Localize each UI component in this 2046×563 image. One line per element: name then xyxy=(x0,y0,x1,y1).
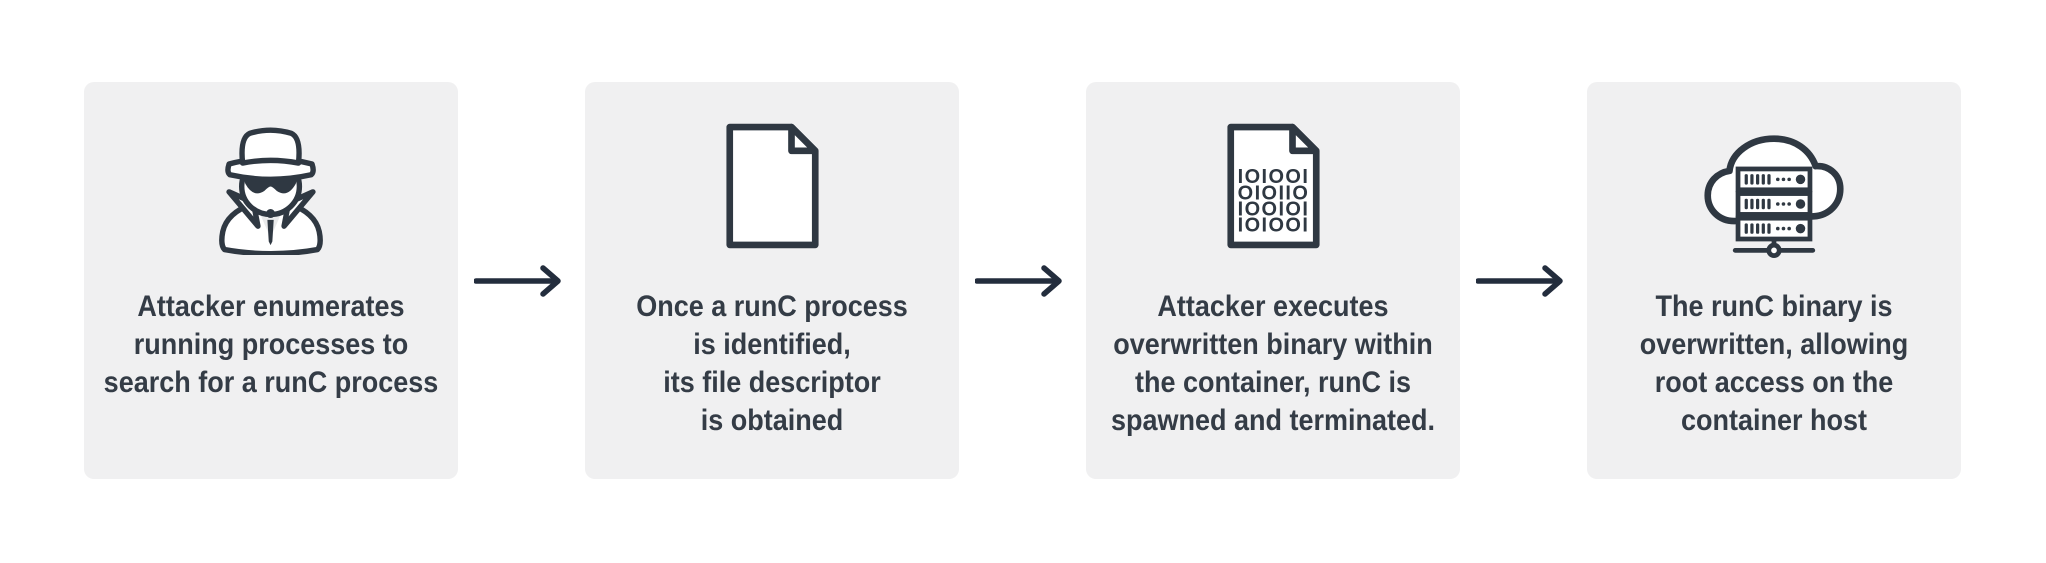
step-text-line: overwritten binary within xyxy=(1113,328,1433,361)
binary-document-icon: IOIOOI OIOIIO IOOIOI IOIOOI xyxy=(1086,116,1460,256)
binary-row: IOOIOI xyxy=(1237,198,1309,220)
step-1-card: Attacker enumerates running processes to… xyxy=(84,82,458,479)
step-text-line: is obtained xyxy=(700,404,844,437)
binary-row: IOIOOI xyxy=(1237,215,1309,237)
step-4-card: The runC binary is overwritten, allowing… xyxy=(1587,82,1961,479)
flow-arrow-icon xyxy=(975,265,1062,297)
step-text-line: Attacker executes xyxy=(1157,290,1389,323)
step-2-caption: Once a runC process is identified, its f… xyxy=(585,288,959,440)
step-2-card: Once a runC process is identified, its f… xyxy=(585,82,959,479)
step-1-caption: Attacker enumerates running processes to… xyxy=(84,288,458,402)
step-text-line: running processes to xyxy=(133,328,409,361)
step-4-caption: The runC binary is overwritten, allowing… xyxy=(1587,288,1961,440)
step-3-caption: Attacker executes overwritten binary wit… xyxy=(1086,288,1460,440)
step-3-card: IOIOOI OIOIIO IOOIOI IOIOOI Attacker exe… xyxy=(1086,82,1460,479)
step-text-line: The runC binary is xyxy=(1655,290,1893,323)
spy-attacker-icon-svg xyxy=(219,126,323,255)
step-text-line: overwritten, allowing xyxy=(1639,328,1909,361)
document-icon-svg xyxy=(725,123,819,249)
binary-document-icon-svg: IOIOOI OIOIIO IOOIOI IOIOOI xyxy=(1226,123,1320,249)
step-text-line: the container, runC is xyxy=(1134,366,1412,399)
step-text-line: root access on the xyxy=(1654,366,1894,399)
spy-attacker-icon xyxy=(84,116,458,256)
flow-arrow-icon xyxy=(1476,265,1563,297)
cloud-servers-icon-svg xyxy=(1704,135,1844,258)
binary-row: OIOIIO xyxy=(1237,182,1309,204)
step-text-line: is identified, xyxy=(693,328,851,361)
flow-arrow-icon xyxy=(474,265,561,297)
step-text-line: its file descriptor xyxy=(663,366,881,399)
cloud-servers-icon xyxy=(1587,116,1961,258)
document-icon xyxy=(585,116,959,256)
binary-row: IOIOOI xyxy=(1237,166,1309,188)
step-text-line: spawned and terminated. xyxy=(1110,404,1436,437)
step-text-line: container host xyxy=(1680,404,1868,437)
step-text-line: Once a runC process xyxy=(636,290,908,323)
step-text-line: Attacker enumerates xyxy=(137,290,405,323)
step-text-line: search for a runC process xyxy=(103,366,439,399)
